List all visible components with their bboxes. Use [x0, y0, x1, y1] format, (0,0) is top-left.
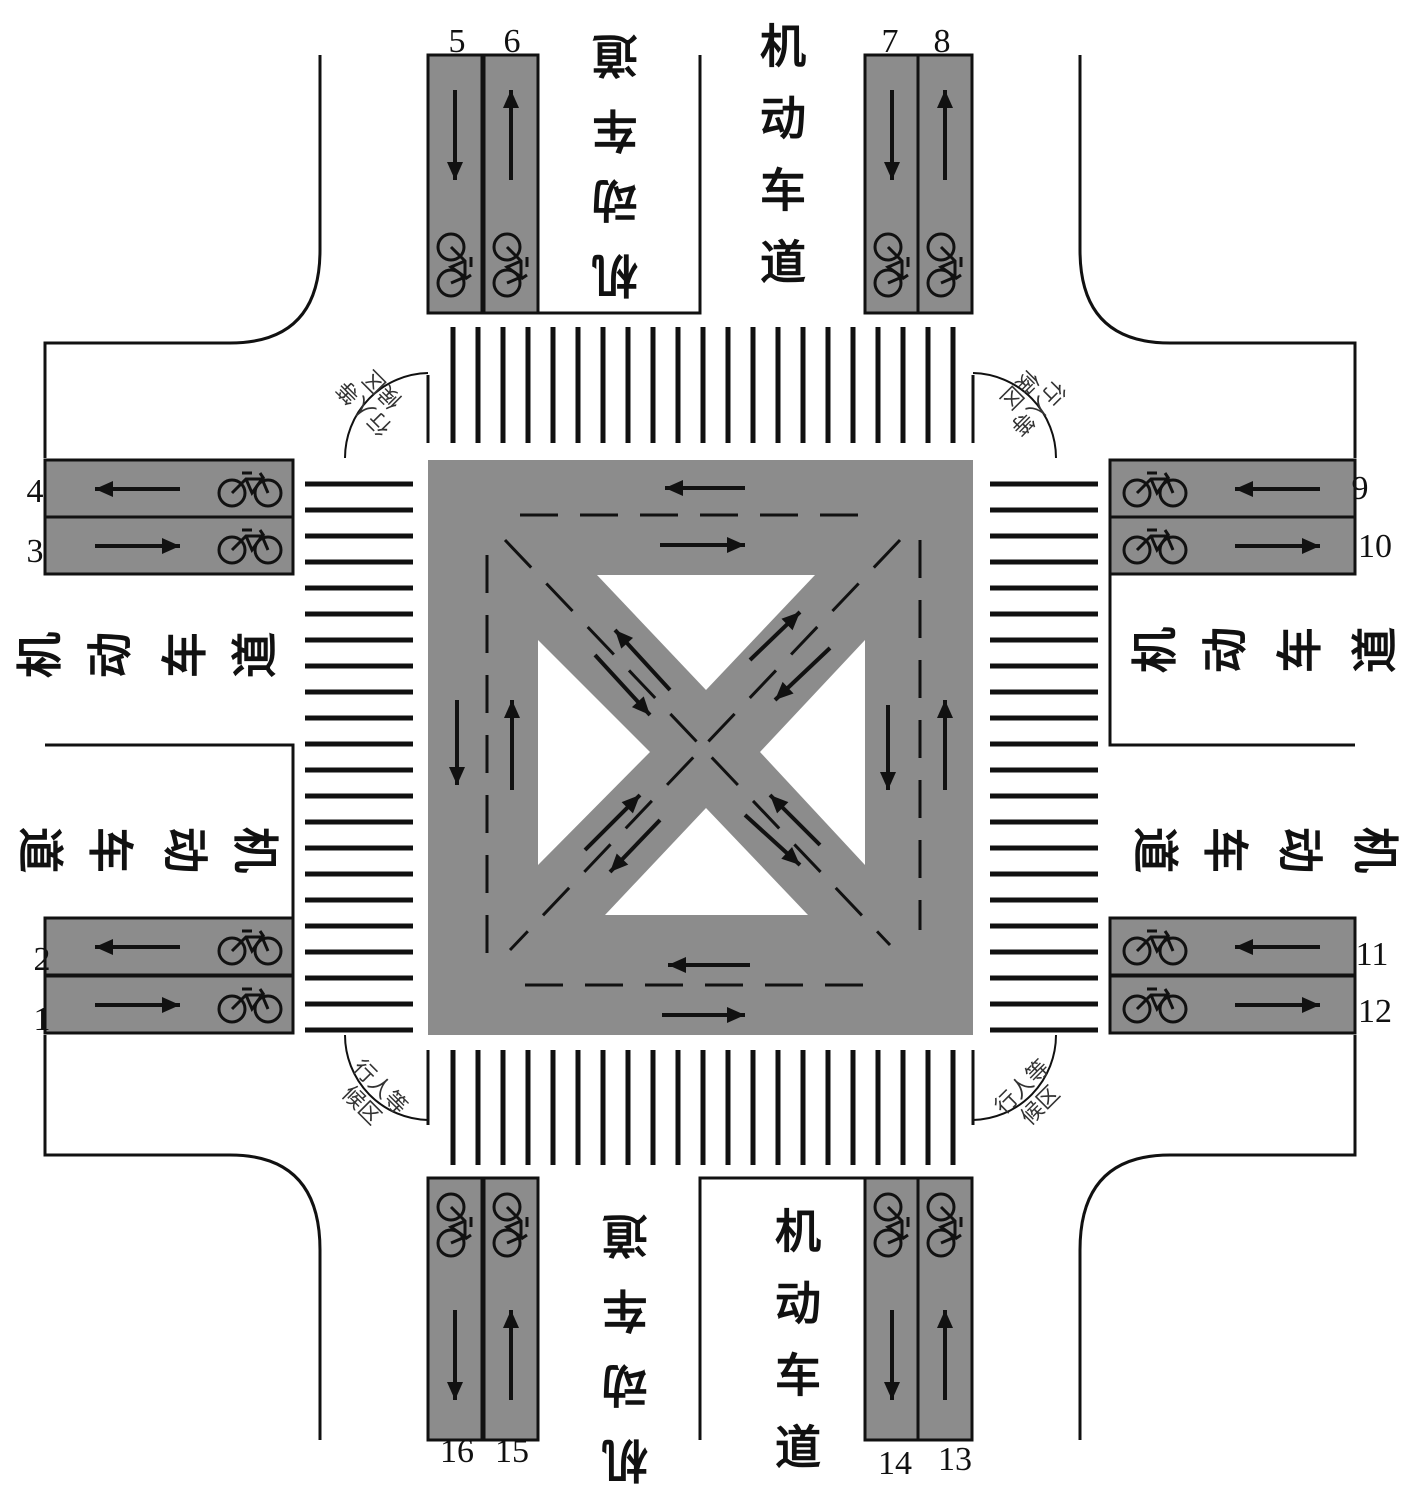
road-label-char: 动: [83, 632, 137, 678]
bike-lane: [428, 1178, 482, 1440]
road-label-char: 机: [602, 1433, 648, 1487]
road-label-char: 车: [1273, 627, 1327, 673]
road-label-char: 动: [592, 173, 638, 227]
road-label-char: 机: [592, 248, 638, 302]
road-label-char: 动: [158, 827, 212, 873]
road-label-char: 道: [602, 1208, 648, 1262]
road-label-char: 道: [592, 28, 638, 82]
pedestrian-waiting-zone: 行人等候区: [987, 357, 1070, 440]
road-label-char: 车: [592, 103, 638, 157]
lane-number: 2: [34, 941, 51, 978]
lane-number: 1: [34, 1001, 51, 1038]
lane-number: 4: [27, 473, 44, 510]
road-label-char: 道: [228, 632, 282, 678]
pedestrian-waiting-zone: 行人等候区: [990, 1055, 1073, 1138]
lane-number: 5: [449, 23, 466, 60]
bike-lane: [865, 1178, 919, 1440]
pedestrian-waiting-zone: 行人等候区: [332, 357, 415, 440]
road-label-char: 车: [83, 827, 137, 873]
road-label-top-right: 机动车道: [757, 22, 803, 310]
bike-lane: [918, 1178, 972, 1440]
road-label-char: 机: [1128, 627, 1182, 673]
road-label-char: 动: [602, 1358, 648, 1412]
road-label-char: 机: [1348, 827, 1402, 873]
lane-number: 15: [495, 1433, 529, 1470]
road-label-char: 机: [13, 632, 67, 678]
road-label-char: 道: [1348, 627, 1402, 673]
lane-number: 13: [938, 1441, 972, 1478]
road-label-char: 机: [228, 827, 282, 873]
lane-number: 3: [27, 533, 44, 570]
lane-number: 7: [882, 23, 899, 60]
lane-number: 11: [1356, 936, 1389, 973]
road-label-char: 车: [158, 632, 212, 678]
lane-number: 16: [440, 1433, 474, 1470]
pedestrian-waiting-zone: 行人等候区: [329, 1055, 412, 1138]
bike-lane: [484, 1178, 538, 1440]
road-label-bottom-right: 机动车道: [772, 1207, 818, 1495]
lane-number: 14: [878, 1445, 912, 1482]
lane-number: 10: [1358, 528, 1392, 565]
lane-number: 9: [1352, 470, 1369, 507]
road-label-char: 车: [602, 1283, 648, 1337]
road-label-char: 动: [1198, 627, 1252, 673]
road-label-char: 道: [13, 827, 67, 873]
lane-number: 8: [934, 23, 951, 60]
lane-number: 12: [1358, 993, 1392, 1030]
road-label-char: 动: [1273, 827, 1327, 873]
lane-number: 6: [504, 23, 521, 60]
road-label-char: 道: [1128, 827, 1182, 873]
road-label-char: 车: [1198, 827, 1252, 873]
